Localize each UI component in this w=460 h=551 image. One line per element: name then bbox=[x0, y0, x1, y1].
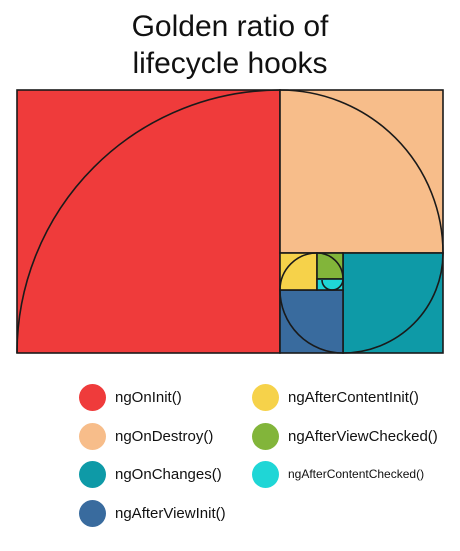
legend-item-ngondestroy: ngOnDestroy() bbox=[79, 420, 213, 452]
square-ngafterviewinit bbox=[279, 289, 344, 354]
square-ngoninit bbox=[16, 89, 281, 354]
title-line-2: lifecycle hooks bbox=[132, 47, 328, 80]
legend-item-ngonchanges: ngOnChanges() bbox=[79, 458, 222, 490]
legend-label: ngAfterContentChecked() bbox=[288, 467, 425, 481]
golden-spiral bbox=[16, 89, 444, 354]
legend-dot-teal bbox=[79, 460, 106, 488]
legend-label: ngOnChanges() bbox=[115, 465, 222, 483]
legend-label: ngOnInit() bbox=[115, 388, 182, 406]
legend-dot-blue bbox=[79, 499, 106, 527]
legend-dot-peach bbox=[79, 422, 106, 450]
square-ngonchanges bbox=[342, 252, 444, 354]
legend-label: ngAfterViewChecked() bbox=[288, 427, 438, 445]
legend-dot-red bbox=[79, 383, 106, 411]
legend-item-ngoninit: ngOnInit() bbox=[79, 381, 182, 413]
title-line-1: Golden ratio of bbox=[131, 10, 329, 43]
legend-item-ngafterviewchecked: ngAfterViewChecked() bbox=[252, 420, 438, 452]
square-ngaftercontentinit bbox=[279, 252, 318, 291]
legend-dot-green bbox=[252, 422, 279, 450]
legend-dot-yellow bbox=[252, 383, 279, 411]
legend-label: ngOnDestroy() bbox=[115, 427, 214, 445]
legend-item-ngaftercontentinit: ngAfterContentInit() bbox=[252, 381, 419, 413]
square-ngondestroy bbox=[279, 89, 444, 254]
legend-item-ngafterviewinit: ngAfterViewInit() bbox=[79, 497, 226, 529]
legend-item-ngaftercontentchecked: ngAfterContentChecked() bbox=[252, 458, 424, 490]
legend-label: ngAfterContentInit() bbox=[288, 388, 419, 406]
legend-dot-cyan bbox=[252, 460, 279, 488]
legend-label: ngAfterViewInit() bbox=[115, 504, 226, 522]
diagram-title: Golden ratio of lifecycle hooks bbox=[0, 8, 460, 82]
